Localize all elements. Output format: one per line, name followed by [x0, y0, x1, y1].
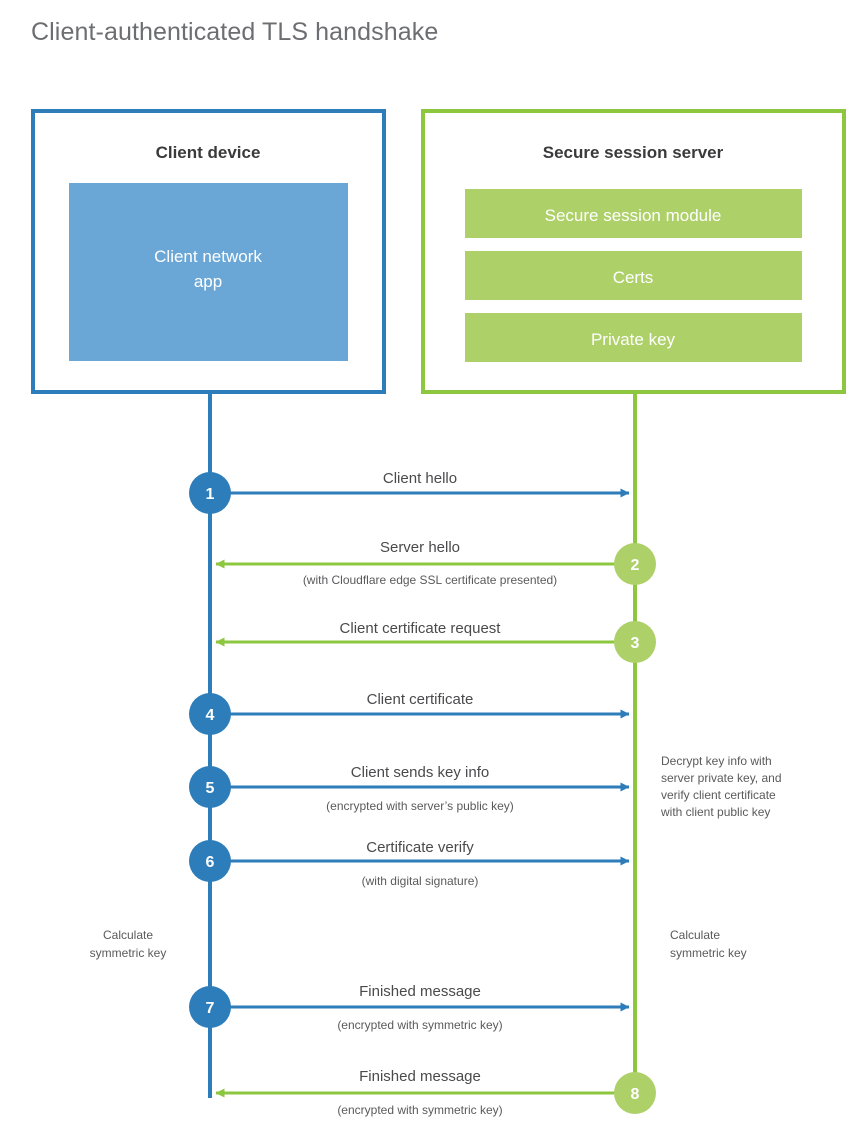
- step-8-label: Finished message: [359, 1068, 481, 1085]
- server-item-block-1: [465, 251, 802, 300]
- step-7-group: 7 Finished message (encrypted with symme…: [189, 983, 630, 1032]
- client-network-app-block: [69, 183, 348, 361]
- server-item-block-2: [465, 313, 802, 362]
- server-item-label-0: Secure session module: [545, 206, 722, 225]
- server-calculate-note-line-0: Calculate: [670, 928, 720, 942]
- step-3-marker: [614, 621, 656, 663]
- server-calculate-note: Calculate symmetric key: [670, 928, 747, 960]
- step-1-marker: [189, 472, 231, 514]
- server-decrypt-note-line-1: server private key, and: [661, 771, 782, 785]
- step-6-number: 6: [206, 854, 215, 871]
- step-7-number: 7: [206, 1000, 215, 1017]
- step-4-number: 4: [206, 707, 215, 724]
- step-7-label: Finished message: [359, 983, 481, 1000]
- server-decrypt-note: Decrypt key info with server private key…: [660, 754, 782, 819]
- client-network-app-label-line2: app: [194, 272, 222, 291]
- step-5-number: 5: [206, 780, 215, 797]
- step-1-group: 1 Client hello: [189, 470, 630, 514]
- step-5-label: Client sends key info: [351, 764, 489, 781]
- step-5-marker: [189, 766, 231, 808]
- server-panel-title: Secure session server: [543, 143, 724, 162]
- step-2-sublabel: (with Cloudflare edge SSL certificate pr…: [303, 573, 557, 587]
- step-8-group: 8 Finished message (encrypted with symme…: [215, 1068, 656, 1117]
- step-6-label: Certificate verify: [366, 839, 474, 856]
- step-5-group: 5 Client sends key info (encrypted with …: [189, 764, 630, 813]
- step-4-marker: [189, 693, 231, 735]
- step-7-marker: [189, 986, 231, 1028]
- client-device-panel: Client device Client network app: [31, 109, 386, 394]
- step-2-label: Server hello: [380, 539, 460, 556]
- server-decrypt-note-line-0: Decrypt key info with: [661, 754, 772, 768]
- secure-session-server-panel: Secure session server Secure session mod…: [421, 109, 846, 394]
- step-4-group: 4 Client certificate: [189, 691, 630, 735]
- step-1-number: 1: [206, 486, 215, 503]
- client-panel-title: Client device: [156, 143, 261, 162]
- step-8-sublabel: (encrypted with symmetric key): [337, 1103, 502, 1117]
- client-calculate-note-line-0: Calculate: [103, 928, 153, 942]
- step-2-number: 2: [631, 557, 640, 574]
- step-6-sublabel: (with digital signature): [362, 874, 479, 888]
- step-3-number: 3: [631, 635, 640, 652]
- server-decrypt-note-line-2: verify client certificate: [661, 788, 776, 802]
- server-item-label-2: Private key: [591, 330, 676, 349]
- client-calculate-note-line-1: symmetric key: [90, 946, 167, 960]
- client-calculate-note: Calculate symmetric key: [90, 928, 167, 960]
- step-2-marker: [614, 543, 656, 585]
- page-title: Client-authenticated TLS handshake: [31, 18, 439, 46]
- step-5-sublabel: (encrypted with server’s public key): [326, 799, 514, 813]
- step-4-label: Client certificate: [367, 691, 474, 708]
- server-calculate-note-line-1: symmetric key: [670, 946, 747, 960]
- step-1-label: Client hello: [383, 470, 457, 487]
- client-network-app-label-line1: Client network: [154, 247, 262, 266]
- server-decrypt-note-line-3: with client public key: [660, 805, 770, 819]
- step-7-sublabel: (encrypted with symmetric key): [337, 1018, 502, 1032]
- server-item-label-1: Certs: [613, 268, 654, 287]
- step-3-group: 3 Client certificate request: [215, 620, 656, 663]
- step-3-label: Client certificate request: [340, 620, 502, 637]
- step-6-marker: [189, 840, 231, 882]
- step-8-marker: [614, 1072, 656, 1114]
- step-8-number: 8: [631, 1086, 640, 1103]
- step-2-group: 2 Server hello (with Cloudflare edge SSL…: [215, 539, 656, 587]
- step-6-group: 6 Certificate verify (with digital signa…: [189, 839, 630, 888]
- server-item-block-0: [465, 189, 802, 238]
